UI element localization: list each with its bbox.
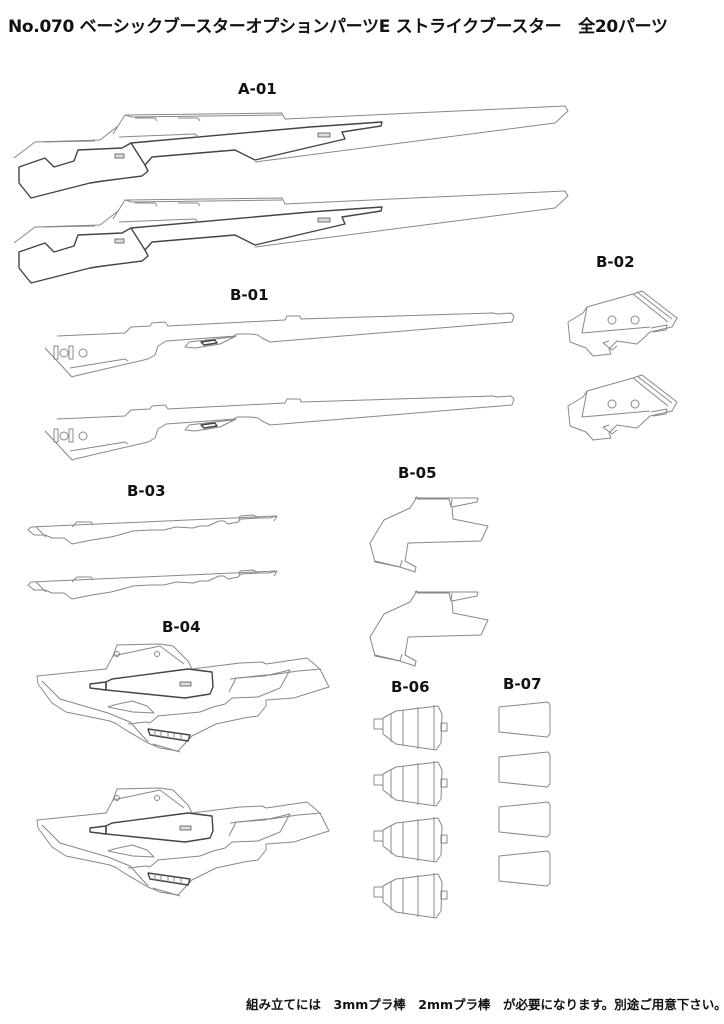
part-label-b06: B-06	[391, 678, 430, 696]
part-label-b07: B-07	[503, 675, 542, 693]
part-label-b04: B-04	[162, 618, 201, 636]
page-title: No.070 ベーシックブースターオプションパーツE ストライクブースター 全2…	[8, 17, 668, 37]
part-label-b05: B-05	[398, 464, 437, 482]
part-b01-2	[44, 395, 515, 461]
part-b07-1	[498, 701, 551, 738]
part-b05-1	[369, 496, 489, 573]
part-label-a01: A-01	[238, 80, 277, 98]
part-b03-1	[27, 514, 278, 545]
part-b02-2	[567, 374, 678, 441]
part-b06-2	[373, 760, 448, 807]
part-b06-4	[373, 872, 448, 919]
part-b03-2	[27, 569, 278, 600]
footer-note: 組み立てには 3mmプラ棒 2mmプラ棒 が必要になります。別途ご用意下さい。	[246, 997, 724, 1012]
part-b01-1	[44, 312, 515, 378]
part-b06-1	[373, 704, 448, 751]
part-b07-2	[498, 751, 551, 788]
part-a01-1	[13, 105, 569, 199]
part-a01-2	[13, 190, 569, 284]
part-label-b02: B-02	[596, 253, 635, 271]
part-b05-2	[369, 590, 489, 667]
part-label-b01: B-01	[230, 286, 269, 304]
part-b04-2	[36, 787, 330, 897]
part-b07-4	[498, 850, 551, 887]
part-b04-1	[36, 643, 330, 753]
part-label-b03: B-03	[127, 482, 166, 500]
part-b02-1	[567, 290, 678, 357]
part-b07-3	[498, 801, 551, 838]
part-b06-3	[373, 816, 448, 863]
